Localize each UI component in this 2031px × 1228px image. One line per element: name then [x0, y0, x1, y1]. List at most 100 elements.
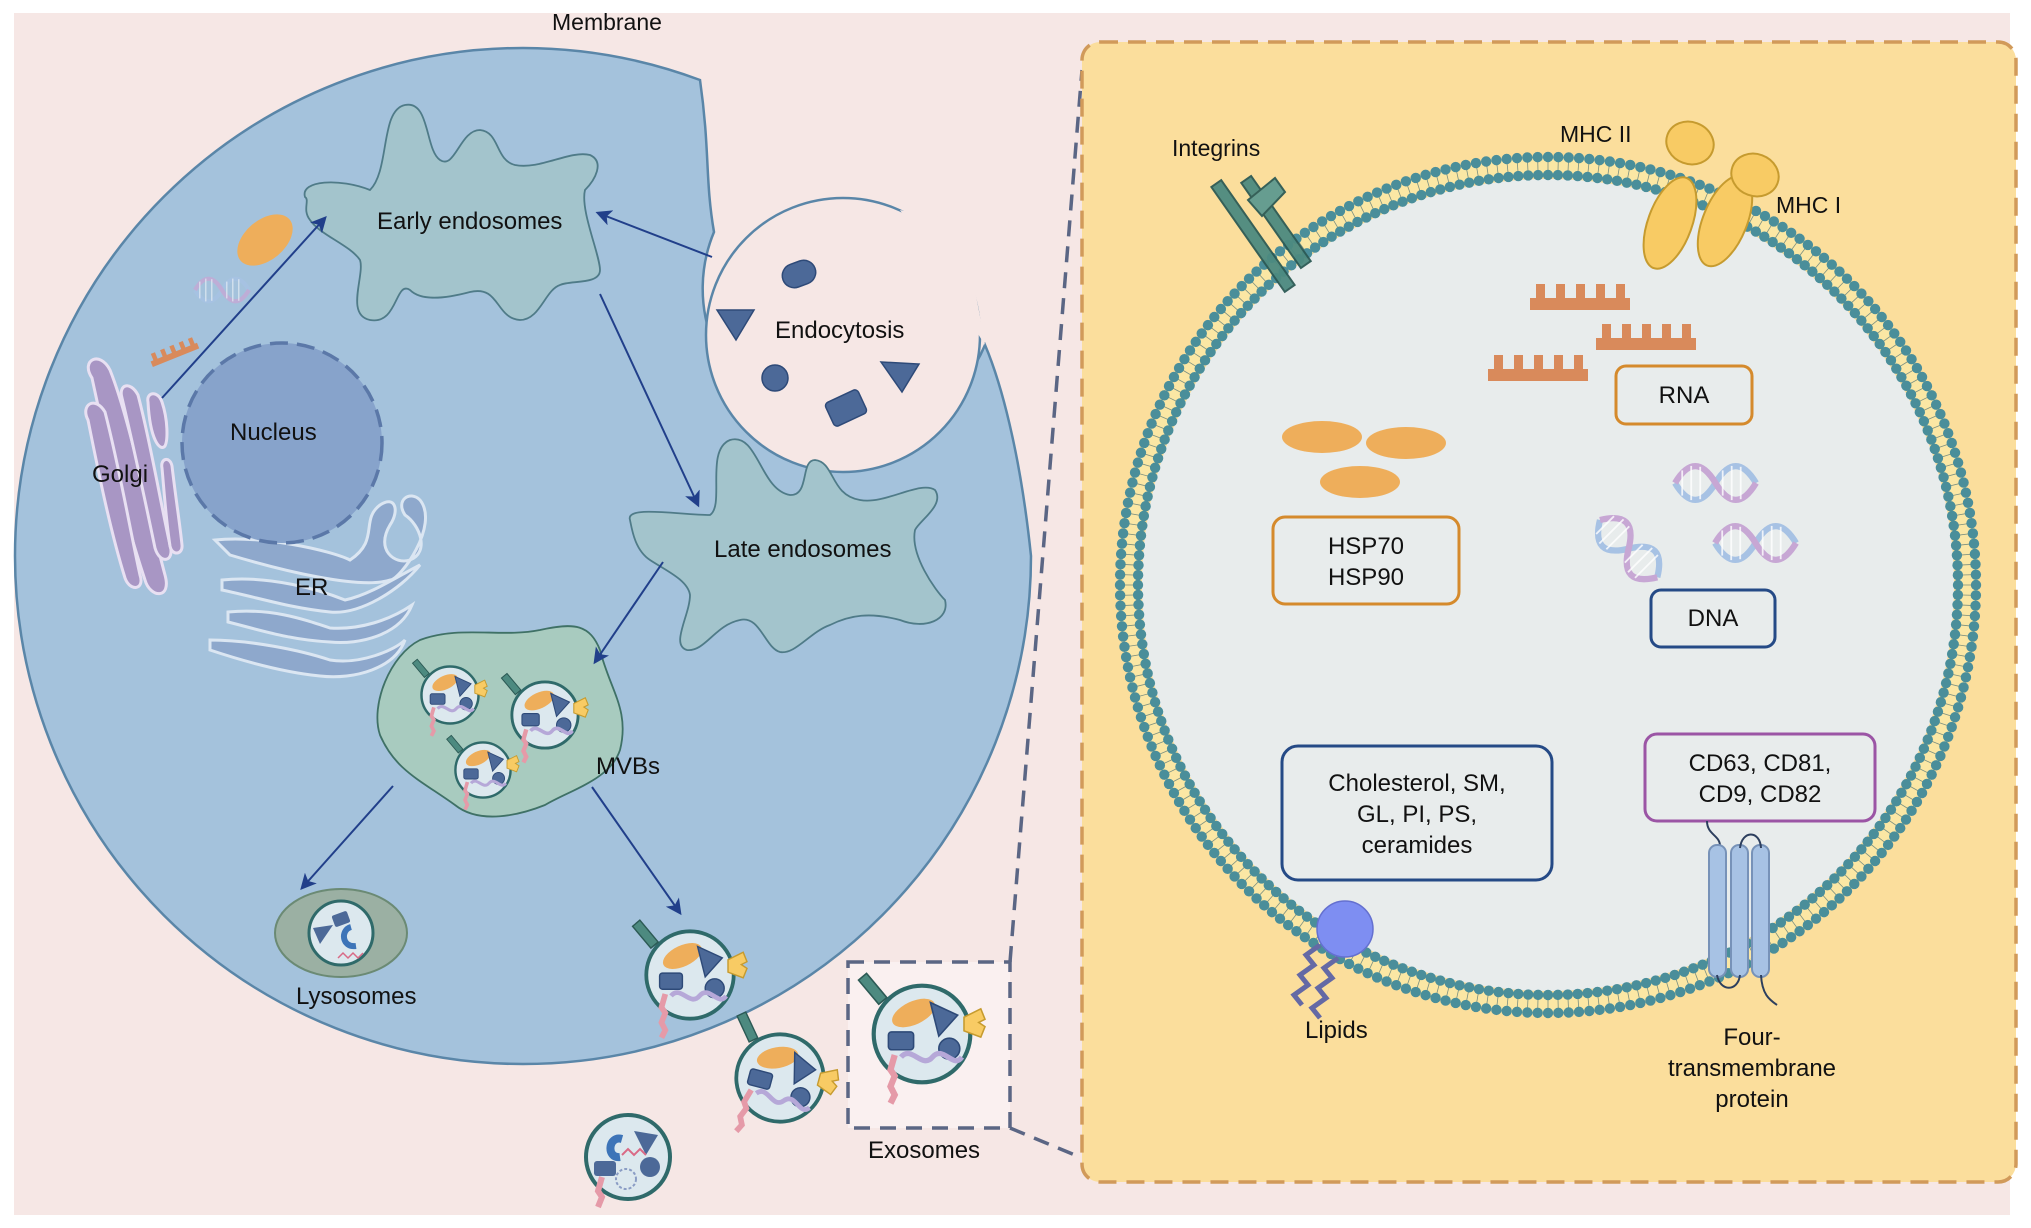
lipid-head: [1114, 579, 1126, 591]
lipid-head: [1138, 510, 1150, 522]
lipid-head: [1669, 969, 1680, 981]
lipid-head: [1799, 899, 1810, 910]
lipid-head: [1767, 922, 1778, 934]
lipid-head: [1611, 175, 1623, 187]
lipid-head: [1882, 319, 1894, 331]
lipid-head: [1444, 181, 1456, 193]
lipid-head: [1217, 828, 1228, 840]
lipid-head: [1750, 205, 1762, 217]
cargo-capsule: [781, 259, 817, 289]
lipid-head: [1834, 893, 1845, 904]
lipid-head: [1120, 507, 1132, 519]
lipid-head: [1223, 836, 1234, 847]
lipid-head: [1242, 859, 1253, 870]
lipid-head: [1856, 288, 1867, 299]
lipid-head: [1503, 987, 1514, 999]
lipid-head: [1914, 752, 1926, 763]
lipid-box-line3: ceramides: [1362, 832, 1473, 859]
lipid-head: [1249, 293, 1260, 304]
lipid-head: [1440, 995, 1451, 1006]
lipid-head: [1955, 467, 1967, 478]
lipid-head: [1650, 184, 1661, 195]
lipid-head: [1822, 880, 1833, 891]
lipid-head: [1179, 353, 1190, 365]
lipid-head: [1750, 226, 1762, 237]
lipid-head: [1115, 610, 1127, 622]
lipid-head: [1170, 407, 1182, 418]
lipid-head: [1470, 1001, 1482, 1013]
lipid-head: [1132, 457, 1144, 468]
lipid-head: [1159, 434, 1170, 445]
lipid-head: [1425, 186, 1436, 198]
cd-box-line1: CD63, CD81,: [1689, 750, 1832, 777]
lipid-head: [1563, 152, 1574, 163]
lipid-head: [1179, 805, 1190, 817]
lipid-head: [1905, 389, 1917, 400]
lipid-head: [1802, 919, 1814, 931]
lipid-head: [1147, 687, 1158, 698]
lipid-head: [1483, 174, 1494, 185]
lipid-head: [1967, 528, 1979, 539]
lipid-head: [1124, 672, 1136, 683]
lipid-head: [1635, 997, 1646, 1009]
lipid-head: [1503, 171, 1514, 183]
lipid-head: [1334, 226, 1346, 237]
lipid-head: [1943, 668, 1954, 679]
lipid-head: [1922, 425, 1933, 436]
lipid-head: [1301, 911, 1313, 922]
lipid-head: [1822, 279, 1833, 290]
lipid-head: [1263, 279, 1274, 290]
lipid-head: [1949, 530, 1961, 541]
lipid-head: [1967, 631, 1979, 642]
lipid-head: [1258, 900, 1270, 911]
lipid-head: [1921, 778, 1933, 790]
lipid-head: [1862, 836, 1873, 847]
lipid-head: [1949, 712, 1961, 723]
lipid-head: [1361, 212, 1372, 223]
lipid-head: [1572, 170, 1583, 182]
lipid-head: [1170, 752, 1182, 763]
lipid-head: [1274, 913, 1286, 924]
lipid-head: [1163, 380, 1175, 392]
lipid-head: [1425, 972, 1436, 984]
lipid-head: [1334, 205, 1346, 217]
tetraspanin-icon: [1706, 820, 1778, 1006]
lipid-head: [1935, 697, 1947, 708]
golgi-label: Golgi: [92, 461, 148, 488]
pathway-arrows: [161, 210, 713, 916]
lipid-head: [1880, 346, 1891, 358]
lipid-head: [1964, 651, 1976, 663]
endocytosis-label: Endocytosis: [775, 317, 904, 344]
lipid-head: [1962, 662, 1974, 673]
lipid-head: [1132, 579, 1144, 591]
lipid-head: [1582, 987, 1593, 999]
mhc1-label: MHC I: [1776, 192, 1841, 218]
lipid-head: [1584, 153, 1595, 165]
lipid-head: [1970, 600, 1981, 611]
lysosome: [274, 888, 408, 978]
lipid-head: [1291, 926, 1302, 937]
lipid-head: [1783, 248, 1795, 259]
lipid-head: [1115, 548, 1127, 560]
lipid-head: [1694, 179, 1705, 191]
lipid-head: [1660, 972, 1671, 984]
lipid-head: [1493, 172, 1504, 184]
lipid-head: [1882, 839, 1894, 851]
lipid-head: [1958, 477, 1969, 488]
lipid-head: [1400, 983, 1412, 994]
lipid-head: [1952, 569, 1964, 581]
lipid-head: [1970, 569, 1982, 580]
lipid-head: [1511, 1006, 1523, 1018]
lipid-head: [1594, 154, 1605, 166]
lipid-head: [1142, 668, 1153, 679]
lipid-head: [1480, 156, 1492, 167]
lipid-head: [1522, 1007, 1533, 1018]
lipid-head: [1522, 989, 1534, 1000]
lipid-head: [1856, 315, 1867, 326]
lipid-head: [1149, 462, 1161, 473]
lipid-head: [1968, 538, 1980, 549]
lipid-head: [1951, 550, 1963, 561]
lipid-head: [1891, 796, 1902, 807]
lipid-head: [1945, 501, 1956, 512]
arrow-endocytosis-to-early-endosome: [595, 210, 713, 258]
